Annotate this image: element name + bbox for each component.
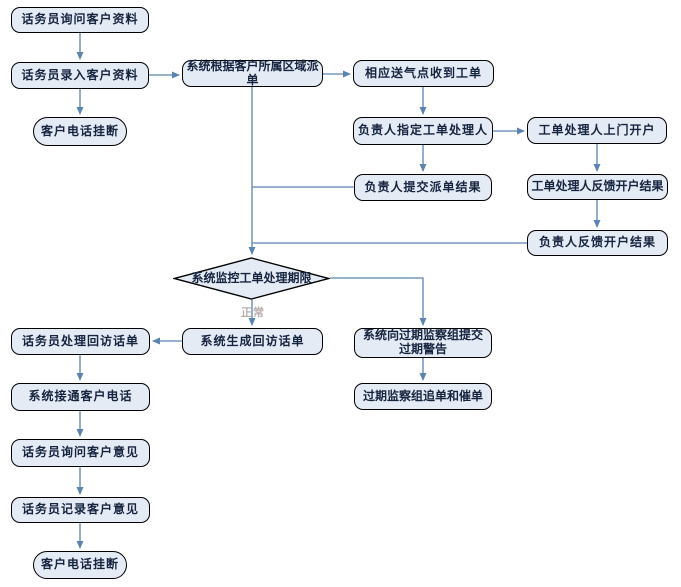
node-system-dispatch-by-region: 系统根据客户所属区域派单: [182, 58, 323, 87]
node-label: 系统根据客户所属区域派单: [186, 58, 319, 87]
node-gas-point-receives-work-order: 相应送气点收到工单: [353, 60, 494, 87]
node-label: 客户电话挂断: [40, 557, 119, 572]
node-label: 话务员询问客户意见: [21, 445, 139, 460]
node-label: 系统生成回访话单: [200, 333, 305, 348]
node-system-generates-callback-sheet: 系统生成回访话单: [182, 328, 323, 355]
node-leader-feedback-opening-result: 负责人反馈开户结果: [527, 230, 668, 256]
node-leader-submits-dispatch-result: 负责人提交派单结果: [354, 174, 492, 201]
node-leader-assigns-order-handler: 负责人指定工单处理人: [353, 117, 493, 145]
node-label: 客户电话挂断: [40, 123, 119, 138]
node-label: 话务员询问客户资料: [21, 12, 139, 27]
edge-decision-to-overdue-warning: [330, 277, 427, 326]
node-label: 工单处理人反馈开户结果: [531, 179, 664, 194]
node-operator-records-customer-opinion: 话务员记录客户意见: [11, 497, 150, 523]
node-label: 负责人指定工单处理人: [357, 123, 488, 138]
node-label: 负责人反馈开户结果: [538, 235, 656, 250]
node-label: 话务员处理回访话单: [21, 333, 139, 348]
node-label: 相应送气点收到工单: [364, 65, 482, 80]
node-customer-call-hangup-bottom: 客户电话挂断: [33, 551, 127, 579]
node-label: 系统向过期监察组提交过期警告: [362, 328, 483, 356]
node-handler-feedback-opening-result: 工单处理人反馈开户结果: [527, 174, 668, 200]
node-operator-handles-callback-sheet: 话务员处理回访话单: [11, 328, 150, 355]
node-label: 负责人提交派单结果: [364, 179, 482, 194]
node-operator-asks-customer-info: 话务员询问客户资料: [11, 7, 149, 33]
node-customer-call-hangup-top: 客户电话挂断: [33, 117, 127, 146]
node-system-connects-customer-call: 系统接通客户电话: [11, 383, 150, 411]
node-label: 工单处理人上门开户: [538, 122, 656, 137]
node-overdue-team-chase-and-urge-orders: 过期监察组追单和催单: [354, 383, 492, 410]
node-operator-asks-customer-opinion: 话务员询问客户意见: [11, 439, 150, 467]
node-label: 系统监控工单处理期限: [191, 270, 312, 285]
node-label: 话务员记录客户意见: [21, 502, 139, 517]
decision-diamond-shape: [173, 257, 330, 300]
branch-label-normal: 正常: [241, 306, 265, 319]
node-label: 话务员录入客户资料: [21, 67, 139, 82]
node-system-monitors-order-deadline: 系统监控工单处理期限: [173, 257, 330, 300]
node-handler-onsite-account-opening: 工单处理人上门开户: [527, 117, 667, 144]
node-system-submits-overdue-warning: 系统向过期监察组提交过期警告: [354, 328, 492, 358]
node-label: 过期监察组追单和催单: [362, 388, 483, 403]
node-operator-enters-customer-info: 话务员录入客户资料: [11, 62, 149, 89]
node-label: 系统接通客户电话: [28, 389, 133, 404]
